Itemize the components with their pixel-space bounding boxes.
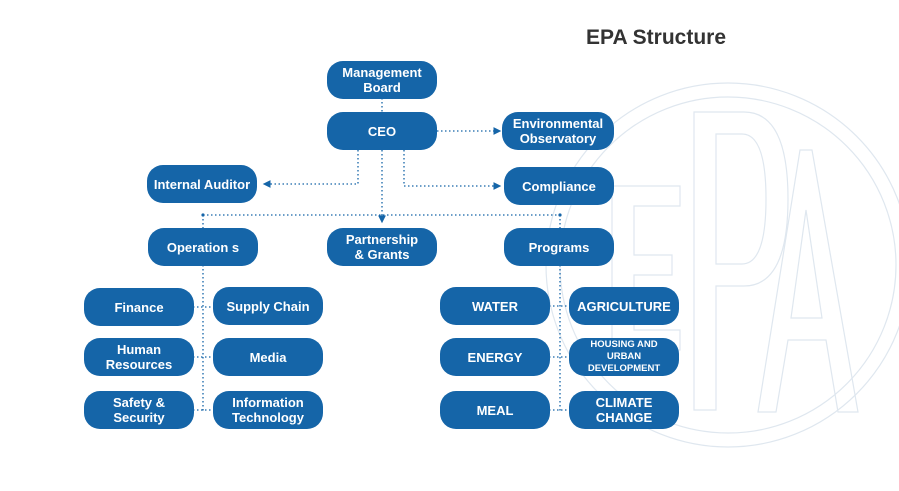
meal-node[interactable]: MEAL [440,391,550,429]
management-board-node[interactable]: Management Board [327,61,437,99]
agriculture-node[interactable]: AGRICULTURE [569,287,679,325]
safety-security-node[interactable]: Safety & Security [84,391,194,429]
compliance-node[interactable]: Compliance [504,167,614,205]
housing-urban-development-node[interactable]: HOUSING AND URBAN DEVELOPMENT [569,338,679,376]
supply-chain-node[interactable]: Supply Chain [213,287,323,325]
partnership-grants-node[interactable]: Partnership & Grants [327,228,437,266]
information-technology-node[interactable]: Information Technology [213,391,323,429]
programs-node[interactable]: Programs [504,228,614,266]
ceo-node[interactable]: CEO [327,112,437,150]
water-node[interactable]: WATER [440,287,550,325]
internal-auditor-node[interactable]: Internal Auditor [147,165,257,203]
page-title: EPA Structure [586,26,727,49]
operations-node[interactable]: Operation s [148,228,258,266]
environmental-observatory-node[interactable]: Environmental Observatory [502,112,614,150]
energy-node[interactable]: ENERGY [440,338,550,376]
finance-node[interactable]: Finance [84,288,194,326]
media-node[interactable]: Media [213,338,323,376]
climate-change-node[interactable]: CLIMATE CHANGE [569,391,679,429]
human-resources-node[interactable]: Human Resources [84,338,194,376]
